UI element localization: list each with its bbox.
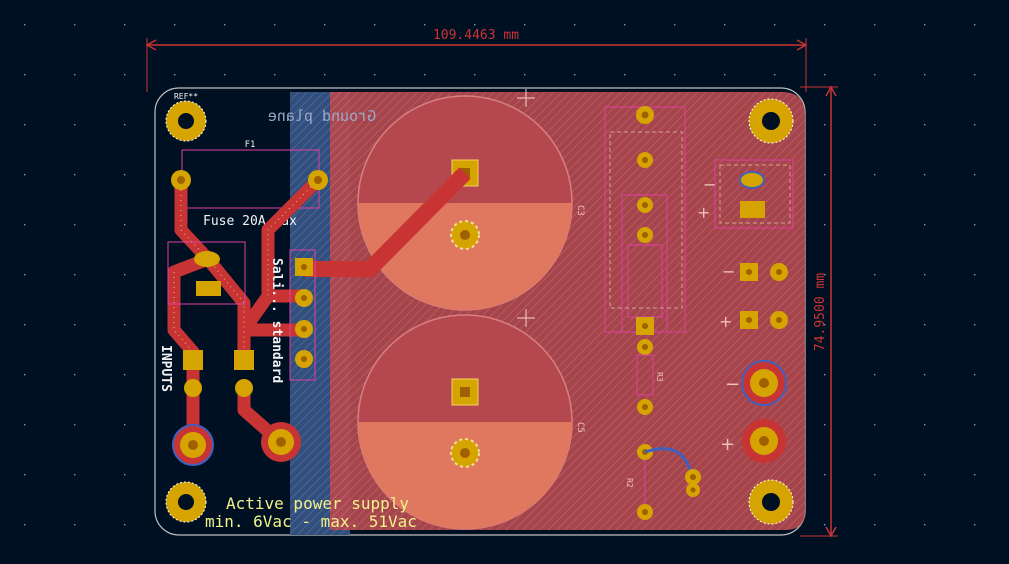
minus-sign-j1: −	[722, 262, 735, 281]
title-line-1: Active power supply	[226, 494, 409, 513]
fuse-ref: F1	[245, 140, 256, 150]
minus-sign-out: −	[725, 374, 740, 395]
input-label: INPUTS	[158, 345, 173, 392]
capacitor-c5[interactable]: C5	[357, 314, 585, 530]
fuse-pads[interactable]	[171, 170, 328, 190]
trace-vias-dots	[173, 179, 319, 353]
mounting-hole-bottom-left[interactable]	[165, 481, 207, 523]
ground-plane-label: Ground plane	[268, 107, 376, 125]
regulator-pads[interactable]	[636, 106, 654, 355]
mounting-hole-top-left[interactable]: REF**	[165, 92, 207, 142]
mounting-hole-bottom-right[interactable]	[748, 479, 794, 525]
dimension-width[interactable]: 109.4463 mm	[145, 28, 808, 92]
dimension-width-label: 109.4463 mm	[433, 28, 519, 43]
origin-markers	[517, 89, 535, 327]
title-line-2: min. 6Vac - max. 51Vac	[205, 512, 417, 531]
plus-sign-j2: +	[719, 312, 732, 331]
input-connector-pads[interactable]: INPUTS	[158, 345, 254, 397]
res-ref-r3: R3	[655, 372, 664, 382]
cap-ref-c3: C3	[575, 205, 585, 216]
jumper-pads[interactable]: − +	[719, 262, 788, 331]
output-terminal-plus[interactable]: +	[720, 419, 786, 463]
connector-label: Sali... standard	[269, 258, 284, 383]
plus-sign-top: +	[697, 203, 710, 222]
cap-ref-c5: C5	[575, 422, 585, 433]
output-terminal-minus[interactable]: −	[725, 360, 787, 406]
mounting-ref: REF**	[174, 92, 198, 101]
bridge-rectifier[interactable]	[167, 241, 246, 305]
mounting-hole-top-right[interactable]	[748, 98, 794, 144]
main-connector[interactable]: Sali... standard	[269, 249, 316, 383]
power-trace[interactable]	[305, 167, 471, 277]
regulator-silk	[609, 131, 683, 309]
dimension-height[interactable]: 74.9500 mm	[800, 85, 838, 538]
minus-sign-top: −	[703, 175, 716, 194]
plus-sign-out: +	[720, 434, 735, 455]
output-connector-top[interactable]: − +	[697, 159, 794, 229]
res-ref-r2: R2	[625, 478, 634, 488]
resistor-r3[interactable]: R3	[636, 354, 664, 415]
input-terminals[interactable]	[172, 422, 301, 466]
dimension-height-label: 74.9500 mm	[813, 273, 828, 351]
led[interactable]	[644, 447, 701, 497]
